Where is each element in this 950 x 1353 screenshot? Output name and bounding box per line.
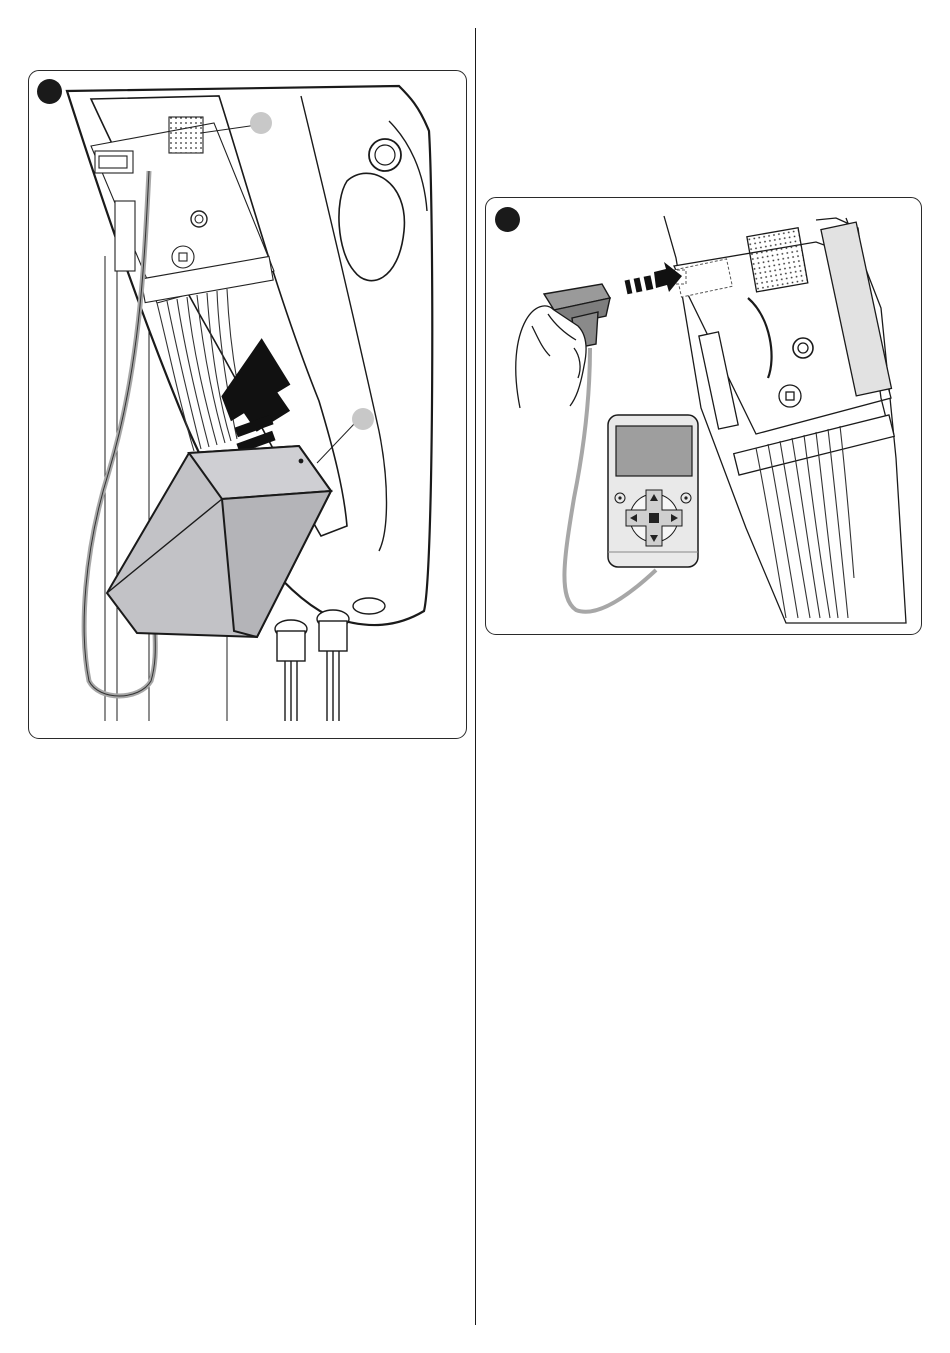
insert-arrow <box>625 262 682 294</box>
programmer-screen <box>616 426 692 476</box>
column-divider <box>475 28 476 1325</box>
figure-number-badge <box>495 207 520 232</box>
plug-in-module <box>107 446 331 637</box>
figure-left-panel <box>28 70 467 739</box>
figure-number-badge <box>37 79 62 104</box>
programming-unit <box>608 415 698 567</box>
figure-left-illustration <box>29 71 467 739</box>
stop-button-icon <box>649 513 659 523</box>
figure-right-panel <box>485 197 922 635</box>
figure-right-illustration <box>486 198 922 635</box>
